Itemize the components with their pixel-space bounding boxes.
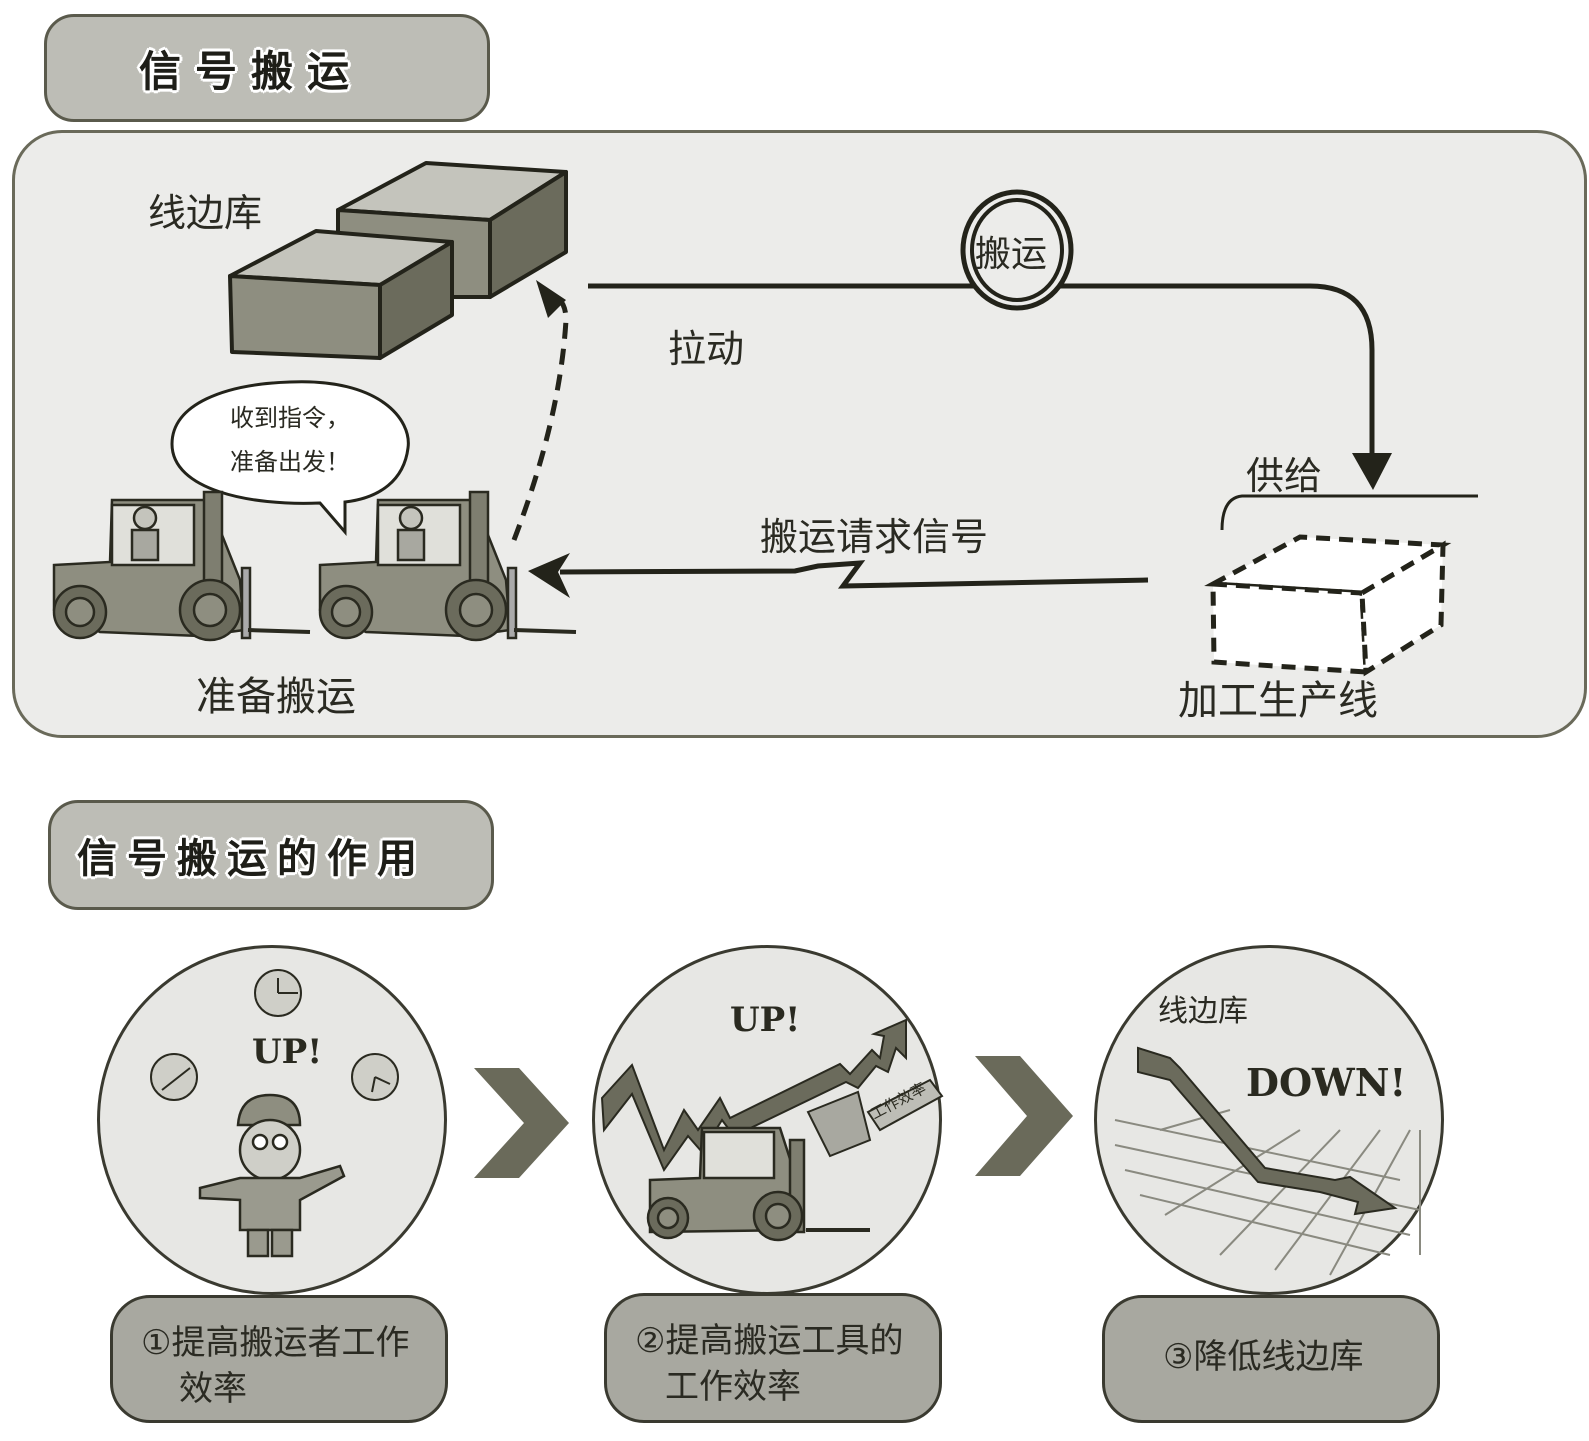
step-3-caption: ③降低线边库 bbox=[1102, 1295, 1440, 1423]
step-1-caption: ①提高搬运者工作 效率 bbox=[110, 1295, 448, 1423]
section-title: 信号搬运 bbox=[139, 46, 364, 96]
speech-bubble-text: 收到指令， 准备出发！ bbox=[230, 404, 350, 476]
step-3-illustration bbox=[1094, 945, 1444, 1295]
transport-stamp bbox=[960, 189, 1074, 311]
signal-arrowhead bbox=[528, 553, 570, 598]
label-production-line: 加工生产线 bbox=[1178, 678, 1378, 724]
clock-icon bbox=[351, 1053, 399, 1101]
efficiency-flag-icon bbox=[806, 1078, 944, 1158]
speech-bubble bbox=[170, 380, 410, 537]
supply-arrowhead bbox=[1352, 453, 1392, 490]
forklift-2 bbox=[318, 490, 577, 642]
section-title-effects: 信号搬运的作用 bbox=[77, 836, 427, 882]
label-line-side-stock: 线边库 bbox=[148, 191, 263, 235]
empty-production-box bbox=[1204, 534, 1452, 677]
label-supply: 供给 bbox=[1246, 454, 1323, 498]
happy-worker-icon bbox=[198, 1093, 346, 1258]
step-2-caption: ②提高搬运工具的 工作效率 bbox=[604, 1293, 942, 1423]
step-2-caption-line-1: ②提高搬运工具的 bbox=[635, 1321, 904, 1361]
step-2-up-label: UP! bbox=[730, 1000, 801, 1040]
pull-supply-line bbox=[588, 283, 1375, 470]
clock-icon bbox=[150, 1053, 198, 1101]
transport-request-signal-line bbox=[559, 560, 1149, 589]
forklift-icon bbox=[646, 1126, 870, 1242]
step-3-caption-line-1: ③降低线边库 bbox=[1163, 1337, 1364, 1377]
falling-stock-arrow bbox=[1137, 1046, 1398, 1216]
stock-box-front bbox=[228, 229, 454, 360]
step-1-caption-line-2: 效率 bbox=[179, 1369, 247, 1409]
rising-efficiency-arrow bbox=[600, 1018, 907, 1173]
section-title-tab-effects: 信号搬运的作用 bbox=[48, 800, 494, 910]
production-line-shelf bbox=[1220, 494, 1478, 531]
step-1-caption-line-1: ①提高搬运者工作 bbox=[141, 1323, 410, 1363]
section-title-tab: 信号搬运 bbox=[44, 14, 490, 122]
step-3-chart-label: 线边库 bbox=[1158, 994, 1248, 1029]
dashed-arrowhead bbox=[536, 280, 566, 318]
label-transport-stamp: 搬运 bbox=[975, 234, 1048, 275]
label-ready-to-transport: 准备搬运 bbox=[196, 674, 356, 720]
forklift-illustrations bbox=[52, 490, 577, 642]
step-1-up-label: UP! bbox=[252, 1032, 323, 1072]
label-pull: 拉动 bbox=[668, 327, 745, 371]
forklift-1 bbox=[52, 490, 311, 642]
chevron-right-icon bbox=[975, 1056, 1073, 1176]
chevron-right-icon bbox=[474, 1068, 569, 1178]
label-transport-request-signal: 搬运请求信号 bbox=[760, 515, 989, 559]
step-3-down-label: DOWN! bbox=[1246, 1060, 1407, 1105]
clock-icon bbox=[254, 969, 302, 1017]
step-2-caption-line-2: 工作效率 bbox=[665, 1367, 801, 1407]
